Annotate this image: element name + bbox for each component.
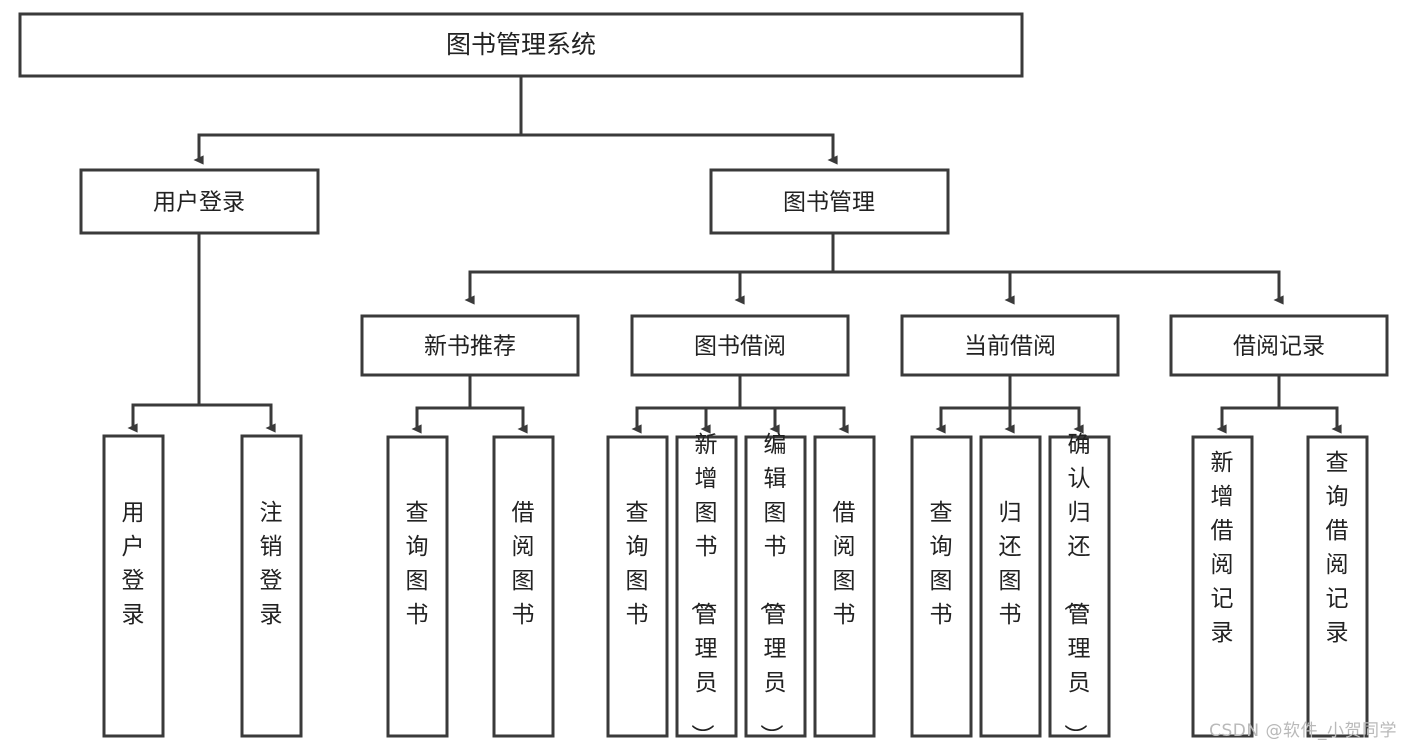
connector-group-borrow-record [1216, 373, 1342, 434]
leaf-user-login-2-box[interactable] [240, 434, 303, 738]
leaf-new-book-1-box[interactable] [386, 435, 449, 738]
node-book-manage[interactable]: 图书管理 [709, 168, 950, 235]
leaf-book-borrow-2[interactable]: 新增图书（管理员） [675, 432, 738, 747]
node-borrow-record-label: 借阅记录 [1233, 334, 1325, 360]
leaf-book-borrow-3-box[interactable] [744, 435, 807, 738]
leaf-borrow-record-1[interactable]: 新增借阅记录 [1191, 435, 1254, 738]
node-book-borrow-label: 图书借阅 [694, 334, 786, 360]
leaf-new-book-1[interactable]: 查询图书 [386, 435, 449, 738]
node-root-box[interactable] [18, 12, 1024, 78]
leaf-book-borrow-3[interactable]: 编辑图书（管理员） [744, 432, 807, 747]
leaf-book-borrow-4-box[interactable] [813, 435, 876, 738]
node-new-book-recommend[interactable]: 新书推荐 [360, 314, 580, 377]
node-user-login-label: 用户登录 [153, 190, 245, 216]
node-current-borrow[interactable]: 当前借阅 [900, 314, 1120, 377]
leaf-book-borrow-4[interactable]: 借阅图书 [813, 435, 876, 738]
node-borrow-record-box[interactable] [1169, 314, 1389, 377]
leaf-user-login-1-box[interactable] [102, 434, 165, 738]
leaf-borrow-record-1-label: 新增借阅记录 [1211, 450, 1234, 646]
node-book-borrow-box[interactable] [630, 314, 850, 377]
leaf-user-login-1-label: 用户登录 [122, 500, 145, 628]
node-new-book-recommend-label: 新书推荐 [424, 334, 516, 360]
connector-group-book-borrow [631, 373, 849, 434]
csdn-watermark: CSDN @软件_小贺同学 [1209, 721, 1397, 741]
node-current-borrow-box[interactable] [900, 314, 1120, 377]
node-user-login-box[interactable] [79, 168, 320, 235]
leaf-user-login-2-label: 注销登录 [260, 500, 283, 628]
node-book-manage-box[interactable] [709, 168, 950, 235]
leaf-borrow-record-1-box[interactable] [1191, 435, 1254, 738]
connector-group-root [193, 74, 838, 165]
leaf-new-book-1-label: 查询图书 [406, 500, 429, 628]
leaf-book-borrow-2-box[interactable] [675, 435, 738, 738]
connector-group-user-login [127, 231, 276, 433]
leaf-borrow-record-2[interactable]: 查询借阅记录 [1306, 435, 1369, 738]
node-borrow-record[interactable]: 借阅记录 [1169, 314, 1389, 377]
leaf-book-borrow-3-label: 编辑图书（管理员） [758, 432, 787, 747]
node-new-book-recommend-box[interactable] [360, 314, 580, 377]
leaf-current-borrow-1-box[interactable] [910, 435, 973, 738]
leaf-user-login-2[interactable]: 注销登录 [240, 434, 303, 738]
leaf-current-borrow-1-label: 查询图书 [930, 500, 953, 628]
leaf-borrow-record-2-box[interactable] [1306, 435, 1369, 738]
connector-group-book-manage [464, 231, 1284, 305]
leaf-current-borrow-2-label: 归还图书 [999, 500, 1022, 628]
leaf-current-borrow-2-box[interactable] [979, 435, 1042, 738]
leaf-book-borrow-2-label: 新增图书（管理员） [689, 432, 718, 747]
leaf-current-borrow-1[interactable]: 查询图书 [910, 435, 973, 738]
connector-group-new-book [411, 373, 528, 434]
leaf-current-borrow-3-label: 确认归还（管理员） [1062, 432, 1091, 747]
leaf-user-login-1[interactable]: 用户登录 [102, 434, 165, 738]
leaf-current-borrow-3[interactable]: 确认归还（管理员） [1048, 432, 1111, 747]
leaf-book-borrow-1[interactable]: 查询图书 [606, 435, 669, 738]
leaf-book-borrow-4-label: 借阅图书 [833, 500, 856, 628]
node-user-login[interactable]: 用户登录 [79, 168, 320, 235]
leaf-borrow-record-2-label: 查询借阅记录 [1326, 450, 1349, 646]
node-root-label: 图书管理系统 [446, 30, 596, 59]
node-book-manage-label: 图书管理 [783, 190, 875, 216]
leaf-current-borrow-3-box[interactable] [1048, 435, 1111, 738]
node-root-system[interactable]: 图书管理系统 [18, 12, 1024, 78]
node-current-borrow-label: 当前借阅 [964, 334, 1056, 360]
leaf-new-book-2-label: 借阅图书 [512, 500, 535, 628]
leaf-book-borrow-1-box[interactable] [606, 435, 669, 738]
connector-group-current-borrow [935, 373, 1084, 434]
leaf-new-book-2-box[interactable] [492, 435, 555, 738]
node-book-borrow[interactable]: 图书借阅 [630, 314, 850, 377]
leaf-current-borrow-2[interactable]: 归还图书 [979, 435, 1042, 738]
leaf-new-book-2[interactable]: 借阅图书 [492, 435, 555, 738]
leaf-book-borrow-1-label: 查询图书 [626, 500, 649, 628]
